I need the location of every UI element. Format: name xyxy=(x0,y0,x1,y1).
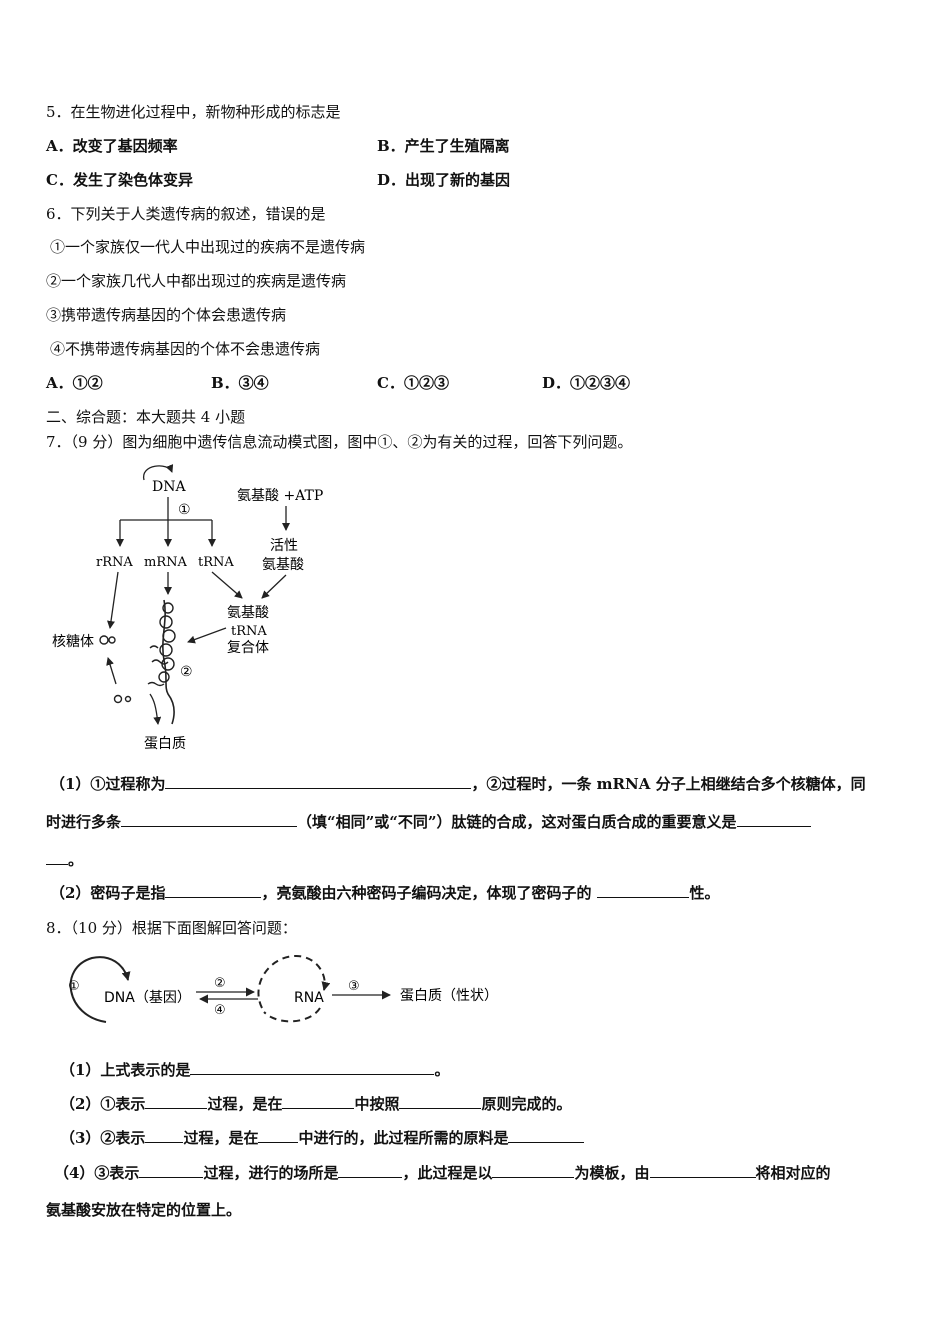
q7-p1-d: （填“相同”或“不同”）肽链的合成，这对蛋白质合成的重要意义是 xyxy=(297,813,737,831)
dna-gene-label: DNA（基因） xyxy=(104,989,191,1006)
q6-item-3: ③携带遗传病基因的个体会患遗传病 xyxy=(46,306,287,324)
q8-s4-c: ，此过程是以 xyxy=(402,1164,493,1182)
q8-s3-c: 中进行的，此过程所需的原料是 xyxy=(298,1129,509,1147)
q6-option-b: B．③④ xyxy=(211,374,269,392)
q6-item-2: ②一个家族几代人中都出现过的疾病是遗传病 xyxy=(46,272,347,290)
q7-blank-3[interactable] xyxy=(736,812,811,827)
q8-stem: 8．（10 分）根据下面图解回答问题： xyxy=(46,919,297,937)
q6-option-a: A．①② xyxy=(46,374,103,392)
amino-atp-label: 氨基酸 +ATP xyxy=(237,487,323,504)
complex-label-3: 复合体 xyxy=(227,639,269,656)
ribosome-label: 核糖体 xyxy=(52,634,94,650)
q8-s1-b: 。 xyxy=(434,1061,450,1079)
trna-label: tRNA xyxy=(198,555,234,570)
q8-s2-b: 过程，是在 xyxy=(207,1095,283,1113)
q7-p1-e: 。 xyxy=(68,851,84,869)
q8-blank-7[interactable] xyxy=(508,1128,585,1143)
c2-label: ② xyxy=(214,976,226,991)
ribosome-subunits-icon xyxy=(113,694,132,704)
c4-label: ④ xyxy=(214,1003,226,1018)
q5-option-b: B．产生了生殖隔离 xyxy=(377,137,510,155)
q6-stem: 6．下列关于人类遗传病的叙述，错误的是 xyxy=(46,205,326,223)
q8-s1-a: （1）上式表示的是 xyxy=(60,1061,191,1079)
q7-blank-4[interactable] xyxy=(165,883,262,898)
step1-label: ① xyxy=(178,502,191,518)
rna-label: RNA xyxy=(294,990,324,1006)
protein-trait-label: 蛋白质（性状） xyxy=(400,988,498,1004)
q8-blank-1[interactable] xyxy=(190,1060,435,1075)
q8-sub4: （4）③表示 过程，进行的场所是 ，此过程是以 为模板，由 将相对应的 xyxy=(54,1163,831,1183)
q7-p1-b: ，②过程时，一条 mRNA 分子上相继结合多个核糖体，同 xyxy=(471,775,866,793)
section-title: 二、综合题：本大题共 4 小题 xyxy=(46,408,246,426)
q8-s2-d: 原则完成的。 xyxy=(481,1095,572,1113)
q5-stem: 5．在生物进化过程中，新物种形成的标志是 xyxy=(46,103,341,121)
q8-sub1: （1）上式表示的是 。 xyxy=(60,1060,449,1080)
q7-part1-line2: 时进行多条 （填“相同”或“不同”）肽链的合成，这对蛋白质合成的重要意义是 xyxy=(46,812,811,832)
q8-s3-b: 过程，是在 xyxy=(183,1129,259,1147)
polysome-ribosomes xyxy=(147,602,176,687)
c3-label: ③ xyxy=(348,979,360,994)
q8-blank-5[interactable] xyxy=(145,1128,184,1143)
complex-label-2: tRNA xyxy=(231,624,267,639)
q7-part1-line3: 。 xyxy=(46,850,83,870)
q7-part1-line1: （1）①过程称为 ，②过程时，一条 mRNA 分子上相继结合多个核糖体，同 xyxy=(50,774,866,794)
q8-diagram: ① DNA（基因） ② ④ RNA ③ 蛋白质（性状） xyxy=(68,954,498,1023)
q8-blank-6[interactable] xyxy=(258,1128,299,1143)
q7-p2-c: 性。 xyxy=(689,884,720,902)
q8-blank-2[interactable] xyxy=(145,1094,208,1109)
ribosome-icon xyxy=(99,635,116,645)
q7-part2-line: （2）密码子是指 ，亮氨酸由六种密码子编码决定，体现了密码子的 性。 xyxy=(50,883,719,903)
q5-option-d: D．出现了新的基因 xyxy=(377,171,511,189)
q8-blank-10[interactable] xyxy=(492,1163,575,1178)
q8-s2-c: 中按照 xyxy=(354,1095,400,1113)
q8-blank-4[interactable] xyxy=(399,1094,482,1109)
mrna-label: mRNA xyxy=(144,555,187,570)
q8-blank-9[interactable] xyxy=(338,1163,403,1178)
q8-s4-d: 为模板，由 xyxy=(574,1164,650,1182)
q7-blank-3-cont[interactable] xyxy=(46,850,68,865)
mrna-strand xyxy=(162,599,175,725)
q8-s4-a: （4）③表示 xyxy=(54,1164,140,1182)
q6-option-d: D．①②③④ xyxy=(542,374,631,392)
q8-sub2: （2）①表示 过程，是在 中按照 原则完成的。 xyxy=(60,1094,572,1114)
q5-option-a: A．改变了基因频率 xyxy=(46,137,178,155)
q7-p1-c: 时进行多条 xyxy=(46,813,122,831)
q7-p2-a: （2）密码子是指 xyxy=(50,884,166,902)
q8-blank-8[interactable] xyxy=(139,1163,204,1178)
q8-s3-a: （3）②表示 xyxy=(60,1129,146,1147)
q7-blank-1[interactable] xyxy=(165,774,472,789)
q7-p1-a: （1）①过程称为 xyxy=(50,775,166,793)
q7-diagram: DNA ① rRNA mRNA tRNA 氨基酸 +ATP 活性 氨基酸 氨基酸… xyxy=(52,464,323,752)
replication-loop xyxy=(69,956,131,1023)
q6-item-4: ④不携带遗传病基因的个体不会患遗传病 xyxy=(50,340,321,358)
step2-label: ② xyxy=(180,664,193,680)
active-amino-label-1: 活性 xyxy=(270,538,298,554)
dna-label: DNA xyxy=(152,479,186,495)
protein-label: 蛋白质 xyxy=(144,736,186,752)
q8-s2-a: （2）①表示 xyxy=(60,1095,146,1113)
q8-s4-b: 过程，进行的场所是 xyxy=(203,1164,339,1182)
rrna-label: rRNA xyxy=(96,555,133,570)
q7-p2-b: ，亮氨酸由六种密码子编码决定，体现了密码子的 xyxy=(261,884,592,902)
complex-label-1: 氨基酸 xyxy=(227,604,269,621)
q6-option-c: C．①②③ xyxy=(377,374,449,392)
q5-option-c: C．发生了染色体变异 xyxy=(46,171,193,189)
q8-s4-e: 将相对应的 xyxy=(755,1164,831,1182)
q7-stem: 7．（9 分）图为细胞中遗传信息流动模式图，图中①、②为有关的过程，回答下列问题… xyxy=(46,433,633,451)
q8-sub4-cont: 氨基酸安放在特定的位置上。 xyxy=(46,1201,242,1219)
q8-sub3: （3）②表示 过程，是在 中进行的，此过程所需的原料是 xyxy=(60,1128,585,1148)
q8-blank-11[interactable] xyxy=(649,1163,756,1178)
dna-replication-loop xyxy=(143,464,174,481)
q8-blank-3[interactable] xyxy=(282,1094,355,1109)
active-amino-label-2: 氨基酸 xyxy=(262,556,304,573)
c1-label: ① xyxy=(68,979,80,994)
q6-item-1: ①一个家族仅一代人中出现过的疾病不是遗传病 xyxy=(50,238,366,256)
q7-blank-5[interactable] xyxy=(597,883,690,898)
rna-replication-loop xyxy=(257,954,331,1009)
q7-blank-2[interactable] xyxy=(121,812,298,827)
